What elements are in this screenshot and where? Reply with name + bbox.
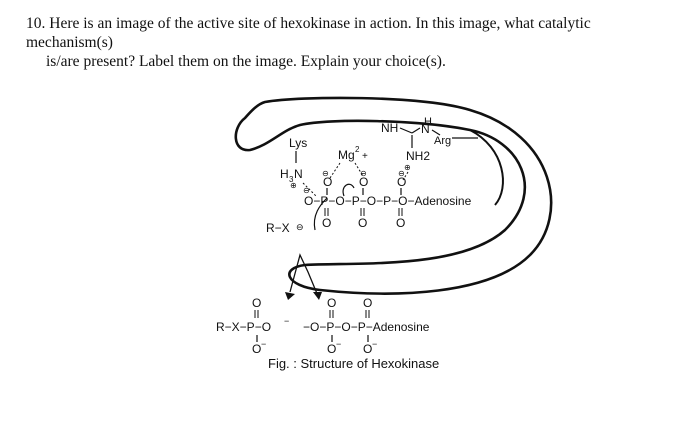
mg-label: Mg bbox=[338, 148, 355, 162]
arg-bond-2 bbox=[411, 127, 421, 134]
p-beta: P bbox=[352, 194, 360, 208]
figure-caption: Fig. : Structure of Hexokinase bbox=[268, 356, 440, 371]
o-bottom-1: O bbox=[322, 216, 331, 230]
lys-hbond bbox=[302, 182, 317, 197]
product-left-neg: − bbox=[284, 316, 289, 326]
question-number: 10. bbox=[26, 15, 46, 32]
p-alpha: P bbox=[383, 194, 391, 208]
product-o-bottom-3: O bbox=[363, 342, 372, 356]
o-bottom-3: O bbox=[396, 216, 405, 230]
product-o-top-3: O bbox=[363, 296, 372, 310]
o-minus-left: ⊖ bbox=[303, 186, 310, 195]
o-bridge-3: O bbox=[398, 194, 407, 208]
mg-plus: + bbox=[362, 151, 368, 162]
product-o-bottom-2-neg: − bbox=[336, 339, 341, 349]
h3n-n: N bbox=[294, 167, 303, 181]
question-line-1: Here is an image of the active site of h… bbox=[26, 15, 591, 51]
o-left: O bbox=[304, 194, 313, 208]
product-o-top-2: O bbox=[327, 296, 336, 310]
adenosine-label: Adenosine bbox=[415, 194, 472, 208]
mg-coord-left bbox=[329, 162, 341, 179]
mg-sup: 2 bbox=[355, 145, 360, 154]
mg-coord-right bbox=[354, 162, 364, 177]
product-o-bottom-1: O bbox=[252, 342, 261, 356]
product-o-top-1: O bbox=[252, 296, 261, 310]
rx-label: R−X bbox=[266, 221, 290, 235]
enzyme-inner-arc bbox=[469, 129, 504, 206]
o-top-2: O bbox=[359, 175, 368, 189]
attack-arrow-1 bbox=[313, 197, 328, 231]
n-top-label: N bbox=[421, 122, 430, 136]
o-bridge-1: O bbox=[335, 194, 344, 208]
o-top-1: O bbox=[323, 175, 332, 189]
rx-minus: ⊖ bbox=[296, 222, 304, 232]
nh-top-label: NH bbox=[381, 121, 398, 135]
arg-label: Arg bbox=[434, 135, 451, 147]
o-minus-2: ⊖ bbox=[360, 169, 367, 178]
enzyme-outline bbox=[234, 96, 553, 295]
o-minus-3: ⊖ bbox=[398, 169, 405, 178]
h-top-label: H bbox=[424, 116, 432, 128]
nh2-label: NH2 bbox=[406, 149, 430, 163]
h3n-sub: 3 bbox=[289, 175, 294, 184]
h3n-h: H bbox=[280, 167, 289, 181]
lys-plus: ⊕ bbox=[290, 181, 297, 190]
o-top-3: O bbox=[397, 175, 406, 189]
arrowhead-left bbox=[285, 292, 295, 300]
lys-label: Lys bbox=[289, 136, 307, 150]
phosphate-chain: O−P−O−P−O−P−O−Adenosine bbox=[304, 194, 472, 208]
arrowhead-right bbox=[313, 292, 322, 300]
reaction-arrow-path bbox=[289, 253, 319, 297]
question-line-2: is/are present? Label them on the image.… bbox=[46, 53, 446, 70]
product-right: −O−P−O−P−Adenosine bbox=[303, 320, 430, 334]
product-o-bottom-2: O bbox=[327, 342, 336, 356]
question-text: 10. Here is an image of the active site … bbox=[26, 14, 676, 71]
product-o-bottom-3-neg: − bbox=[372, 339, 377, 349]
product-left: R−X−P−O bbox=[216, 320, 271, 334]
o-bridge-2: O bbox=[367, 194, 376, 208]
attack-arrow-2 bbox=[342, 183, 355, 197]
arg-bond-1 bbox=[399, 127, 413, 134]
arg-hbond bbox=[402, 171, 409, 181]
arg-plus: ⊕ bbox=[404, 163, 411, 172]
product-o-bottom-1-neg: − bbox=[261, 339, 266, 349]
arg-bond-4 bbox=[431, 129, 441, 136]
o-minus-1: ⊖ bbox=[322, 169, 329, 178]
o-bottom-2: O bbox=[358, 216, 367, 230]
